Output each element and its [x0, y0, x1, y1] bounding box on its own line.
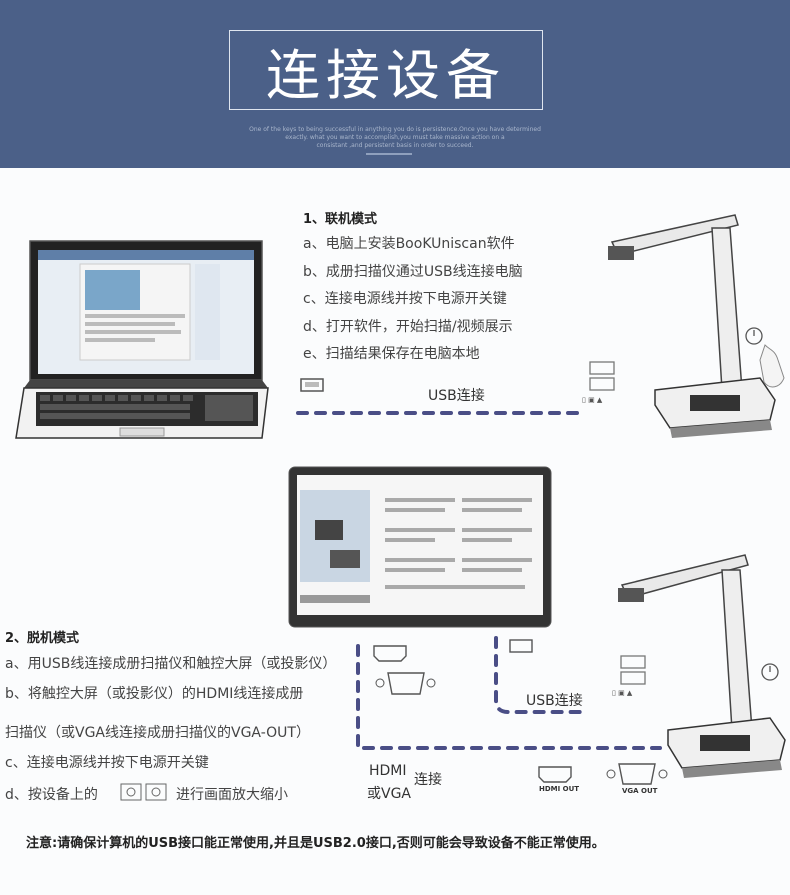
power-button-icon	[745, 327, 763, 345]
usb-port-icon	[620, 655, 646, 685]
laptop-illustration	[15, 240, 269, 439]
usb-connection-label: USB连接	[428, 388, 485, 404]
power-button-icon	[761, 663, 779, 681]
header-banner: 连接设备 One of the keys to being successful…	[0, 0, 790, 168]
online-step: b、成册扫描仪通过USB线连接电脑	[303, 264, 523, 280]
hdmi-label: HDMI	[369, 763, 407, 779]
motto-line: consistant ,and persistent basis in orde…	[316, 142, 474, 149]
hdmi-out-label: HDMI OUT	[539, 785, 580, 793]
motto-line: One of the keys to being successful in a…	[249, 126, 541, 133]
online-mode-title: 1、联机模式	[303, 212, 378, 227]
online-step: e、扫描结果保存在电脑本地	[303, 346, 480, 362]
offline-step: c、连接电源线并按下电源开关键	[5, 755, 209, 771]
offline-step-d-prefix: d、按设备上的	[5, 787, 98, 803]
usb-port-icon	[589, 361, 615, 391]
vga-out-port-icon	[606, 763, 668, 785]
offline-step: a、用USB线连接成册扫描仪和触控大屏（或投影仪）	[5, 656, 337, 672]
port-symbols: ▯ ▣ ▲	[612, 689, 633, 697]
usb-connection-label: USB连接	[526, 693, 583, 709]
hdmi-port-icon	[373, 645, 407, 662]
scanner-illustration	[608, 214, 776, 438]
usb-note: 注意:请确保计算机的USB接口能正常使用,并且是USB2.0接口,否则可能会导致…	[26, 836, 605, 851]
vga-out-label: VGA OUT	[622, 787, 658, 795]
vga-port-icon	[375, 672, 436, 695]
vga-label: 或VGA	[367, 786, 412, 802]
offline-mode-title: 2、脱机模式	[5, 631, 80, 646]
online-step: d、打开软件，开始扫描/视频展示	[303, 319, 513, 335]
online-step: c、连接电源线并按下电源开关键	[303, 291, 507, 307]
page-title: 连接设备	[266, 43, 506, 107]
connect-label: 连接	[414, 772, 442, 788]
divider	[366, 153, 412, 155]
cable-lines	[356, 636, 662, 750]
port-symbols: ▯ ▣ ▲	[582, 396, 603, 404]
zoom-buttons-icon	[120, 783, 167, 801]
motto-line: exactly. what you want to accomplish,you…	[285, 134, 505, 141]
scanner-illustration	[618, 554, 786, 778]
hdmi-out-port-icon	[538, 766, 572, 783]
offline-step: b、将触控大屏（或投影仪）的HDMI线连接成册	[5, 686, 304, 702]
motto-text: One of the keys to being successful in a…	[200, 126, 590, 150]
usb-port-icon	[300, 378, 324, 392]
usb-port-icon	[509, 639, 533, 653]
online-step: a、电脑上安装BooKUniscan软件	[303, 236, 515, 252]
touch-screen-illustration	[288, 466, 552, 628]
title-frame: 连接设备	[229, 30, 543, 110]
offline-step-d-suffix: 进行画面放大缩小	[176, 787, 288, 803]
offline-step: 扫描仪（或VGA线连接成册扫描仪的VGA-OUT）	[5, 725, 310, 741]
hand-icon	[759, 344, 785, 388]
